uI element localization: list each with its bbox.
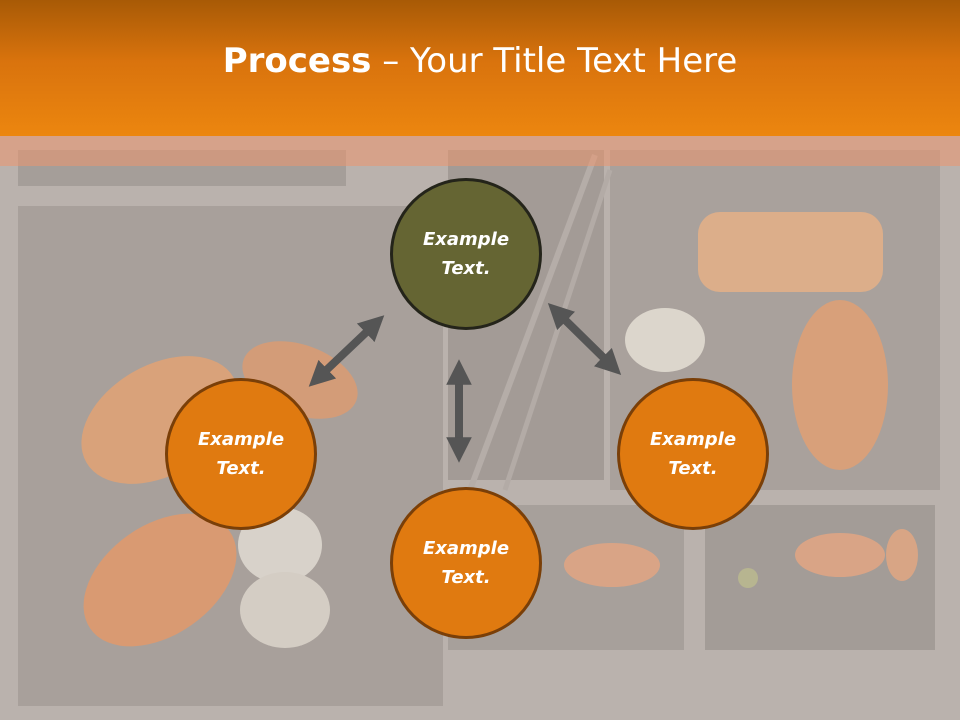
slide-title-bold: Process (222, 41, 372, 81)
process-node-bottom-label: Example Text. (422, 538, 510, 588)
process-node-right-label: Example Text. (649, 429, 737, 479)
process-node-left-label: Example Text. (197, 429, 285, 479)
process-node-bottom[interactable]: Example Text. (390, 487, 542, 639)
header-accent-band (0, 136, 960, 166)
process-node-left[interactable]: Example Text. (165, 378, 317, 530)
process-node-right[interactable]: Example Text. (617, 378, 769, 530)
process-node-top[interactable]: Example Text. (390, 178, 542, 330)
process-node-top-label: Example Text. (422, 229, 510, 279)
title-bar: Process – Your Title Text Here (0, 0, 960, 136)
slide-title: Process – Your Title Text Here (223, 41, 738, 81)
slide-title-rest: – Your Title Text Here (371, 41, 738, 81)
